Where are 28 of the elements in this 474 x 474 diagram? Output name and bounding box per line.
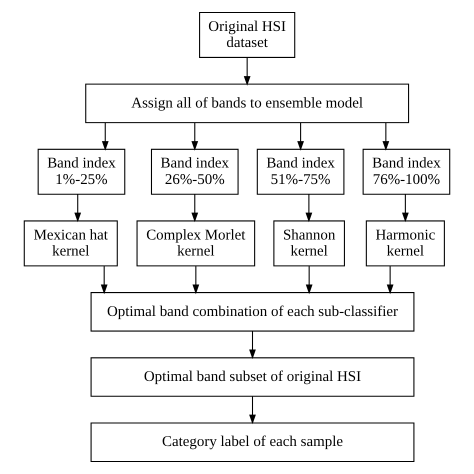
arrow bbox=[382, 122, 390, 151]
node-box: Band index 1%-25% bbox=[38, 148, 126, 195]
arrow bbox=[249, 396, 256, 424]
arrow bbox=[191, 194, 198, 222]
node-box: Band index 51%-75% bbox=[256, 148, 344, 195]
node-box: Optimal band subset of original HSI bbox=[90, 357, 414, 397]
arrow bbox=[100, 266, 108, 294]
node-box: Mexican hat kernel bbox=[24, 220, 118, 266]
arrow bbox=[306, 194, 312, 222]
arrow bbox=[74, 194, 82, 222]
node-box: Assign all of bands to ensemble model bbox=[85, 84, 410, 124]
node-box: Band index 26%-50% bbox=[150, 148, 239, 195]
arrow bbox=[192, 266, 200, 294]
node-box: Optimal band combination of each sub-classifier bbox=[90, 292, 414, 332]
node-box: Band index 76%-100% bbox=[362, 148, 450, 195]
arrow bbox=[386, 266, 394, 294]
arrow bbox=[191, 122, 198, 151]
arrow bbox=[297, 122, 304, 151]
node-box: Harmonic kernel bbox=[366, 220, 445, 266]
arrow bbox=[306, 266, 313, 294]
arrow bbox=[102, 122, 109, 151]
node-box: Shannon kernel bbox=[273, 220, 345, 266]
arrow bbox=[402, 194, 409, 222]
arrow bbox=[249, 331, 256, 360]
node-box: Category label of each sample bbox=[90, 422, 414, 462]
node-box: Original HSI dataset bbox=[199, 12, 296, 58]
node-box: Complex Morlet kernel bbox=[136, 220, 256, 266]
arrow bbox=[244, 58, 251, 86]
